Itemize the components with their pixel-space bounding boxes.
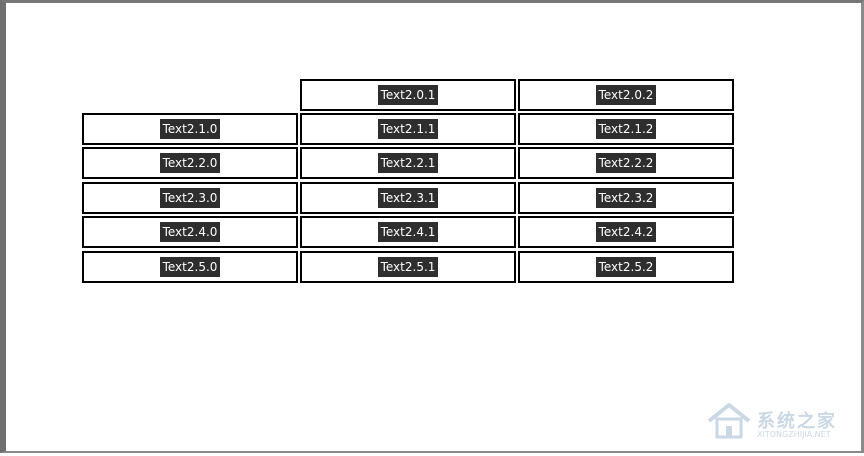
table-cell[interactable]: Text2.5.0 bbox=[82, 251, 298, 283]
table-cell[interactable]: Text2.2.2 bbox=[518, 147, 734, 179]
watermark-logo: 系统之家 XITONGZHIJIA.NET bbox=[705, 399, 855, 445]
cell-text: Text2.1.2 bbox=[595, 119, 657, 139]
cell-text: Text2.4.2 bbox=[595, 222, 657, 242]
cell-text: Text2.3.1 bbox=[377, 188, 439, 208]
table-cell[interactable]: Text2.3.2 bbox=[518, 182, 734, 214]
table-cell[interactable]: Text2.2.0 bbox=[82, 147, 298, 179]
cell-text: Text2.3.0 bbox=[159, 188, 221, 208]
cell-text: Text2.1.0 bbox=[159, 119, 221, 139]
table-cell[interactable]: Text2.2.1 bbox=[300, 147, 516, 179]
watermark-name: 系统之家 bbox=[757, 411, 837, 432]
cell-text: Text2.0.1 bbox=[377, 85, 439, 105]
table-cell[interactable]: Text2.3.1 bbox=[300, 182, 516, 214]
cell-text: Text2.5.2 bbox=[595, 257, 657, 277]
cell-grid: Text2.0.1 Text2.0.2 Text2.1.0 Text2.1.1 … bbox=[6, 3, 864, 456]
table-cell[interactable]: Text2.1.1 bbox=[300, 113, 516, 145]
cell-text: Text2.2.0 bbox=[159, 153, 221, 173]
table-cell[interactable]: Text2.5.2 bbox=[518, 251, 734, 283]
table-cell[interactable]: Text2.4.1 bbox=[300, 216, 516, 248]
table-cell[interactable]: Text2.5.1 bbox=[300, 251, 516, 283]
cell-text: Text2.1.1 bbox=[377, 119, 439, 139]
table-cell[interactable]: Text2.0.2 bbox=[518, 79, 734, 111]
cell-text: Text2.4.1 bbox=[377, 222, 439, 242]
table-cell[interactable]: Text2.1.2 bbox=[518, 113, 734, 145]
table-cell[interactable]: Text2.0.1 bbox=[300, 79, 516, 111]
watermark-url: XITONGZHIJIA.NET bbox=[757, 430, 831, 439]
table-cell[interactable]: Text2.1.0 bbox=[82, 113, 298, 145]
cell-text: Text2.2.2 bbox=[595, 153, 657, 173]
table-cell[interactable]: Text2.4.0 bbox=[82, 216, 298, 248]
house-logo-icon bbox=[707, 403, 751, 439]
cell-text: Text2.2.1 bbox=[377, 153, 439, 173]
table-cell[interactable]: Text2.3.0 bbox=[82, 182, 298, 214]
cell-text: Text2.0.2 bbox=[595, 85, 657, 105]
table-cell[interactable]: Text2.4.2 bbox=[518, 216, 734, 248]
cell-text: Text2.5.1 bbox=[377, 257, 439, 277]
cell-text: Text2.5.0 bbox=[159, 257, 221, 277]
cell-text: Text2.4.0 bbox=[159, 222, 221, 242]
cell-text: Text2.3.2 bbox=[595, 188, 657, 208]
